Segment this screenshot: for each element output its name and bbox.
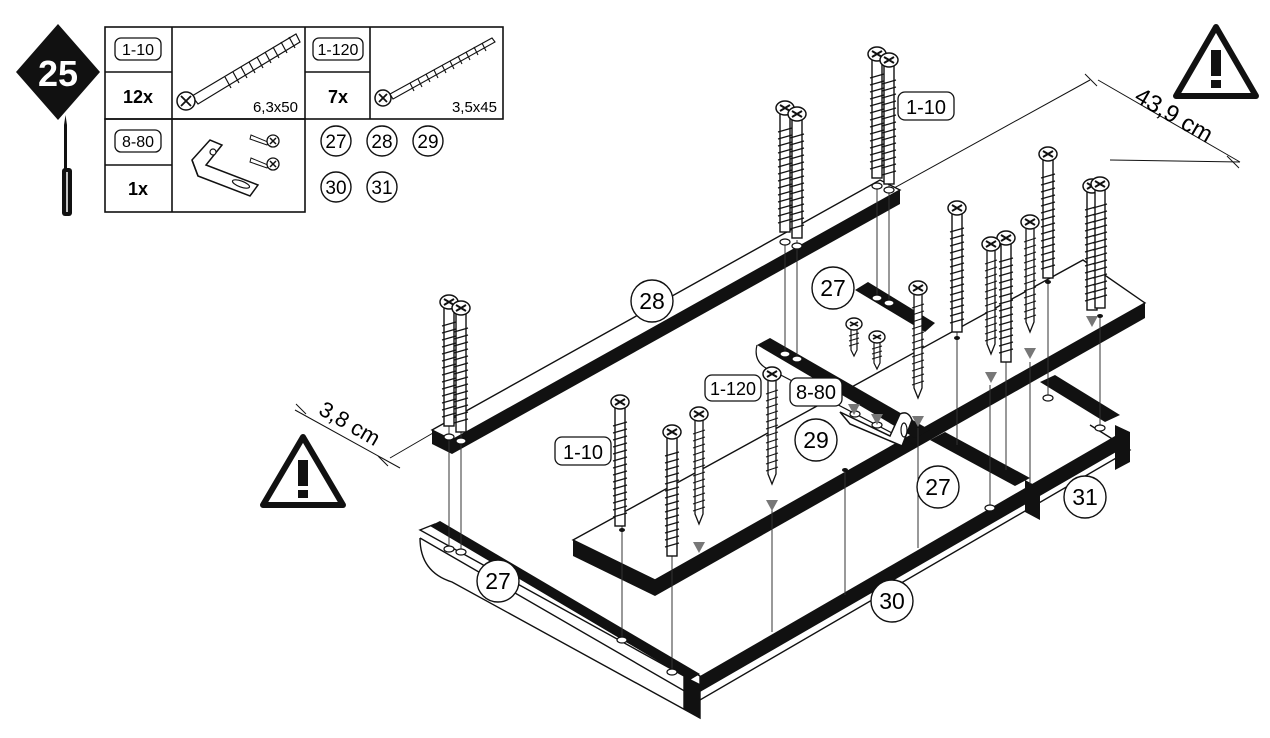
screw-long-size: 6,3x50 (253, 99, 298, 116)
screw-group-left (439, 294, 471, 433)
insertion-arrows (693, 316, 1098, 553)
panel-label-31: 31 (1072, 484, 1098, 510)
bracket-icon (191, 139, 260, 197)
callout-screw-1-10-left: 1-10 (563, 442, 603, 464)
screw-icon (176, 33, 301, 111)
panel-label-28: 28 (639, 288, 665, 314)
screw-thin-code: 1-120 (318, 42, 359, 59)
screw-group-top-middle (775, 100, 807, 239)
bracket-icon (839, 410, 913, 447)
screw-long-code: 1-10 (122, 42, 154, 59)
warning-icon (1173, 24, 1259, 99)
warning-icon (260, 434, 346, 508)
panel-label-27-top: 27 (820, 275, 846, 301)
screw-thin-size: 3,5x45 (452, 99, 497, 116)
panel-ref-4: 31 (371, 178, 392, 199)
screw-icon (374, 37, 496, 107)
panel-label-27-mid: 27 (925, 474, 951, 500)
guide-lines (448, 185, 1101, 672)
callout-screw-1-10-top: 1-10 (906, 97, 946, 119)
screw-icon (249, 134, 280, 171)
screw-group-top-right (867, 46, 899, 185)
screw-small-group (845, 317, 886, 370)
parts-table (104, 26, 504, 213)
dimension-offset-label: 3,8 cm (315, 396, 385, 451)
panel-ref-3: 30 (325, 178, 346, 199)
panel-ref-2: 29 (417, 132, 438, 153)
bracket-qty: 1x (128, 179, 148, 199)
panel-label-27-front: 27 (485, 568, 511, 594)
bracket-code: 8-80 (122, 134, 154, 151)
step-number: 25 (38, 53, 78, 94)
screwdriver-icon (62, 115, 72, 216)
step-badge: 25 (16, 24, 100, 120)
panel-ref-1: 28 (371, 132, 392, 153)
callout-screw-1-120: 1-120 (710, 379, 756, 399)
panel-label-30: 30 (879, 588, 905, 614)
panel-ref-0: 27 (325, 132, 346, 153)
screw-thin-qty: 7x (328, 87, 348, 107)
callout-bracket-8-80: 8-80 (796, 382, 836, 404)
dimension-offset (294, 403, 434, 469)
panel-label-29: 29 (803, 427, 829, 453)
screw-long-qty: 12x (123, 87, 153, 107)
